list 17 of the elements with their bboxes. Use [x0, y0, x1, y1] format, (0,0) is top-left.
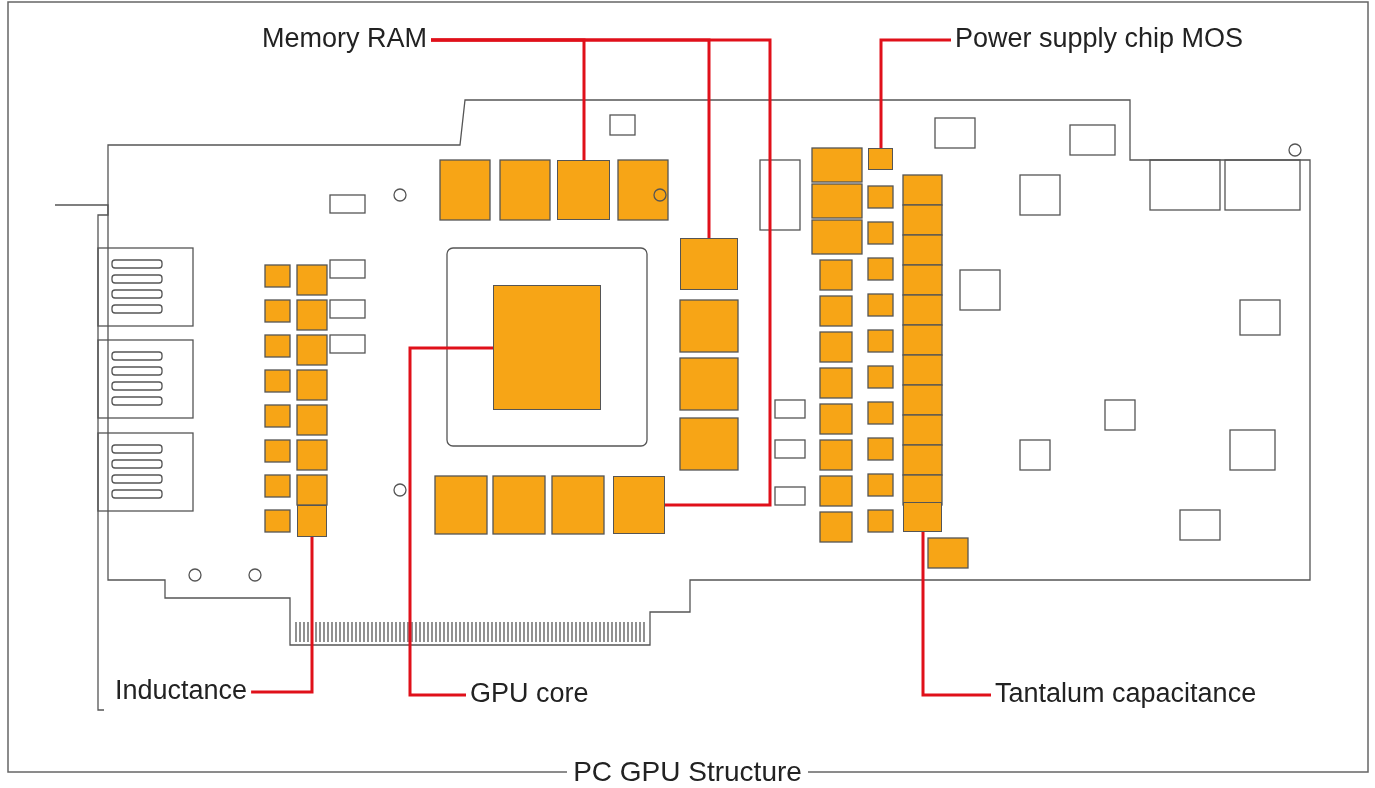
part-label: Memory RAM: [262, 22, 427, 54]
leader-line: [431, 38, 772, 507]
memory-chip: [613, 476, 665, 534]
leader-line: [921, 532, 991, 697]
leader-line: [408, 346, 493, 697]
gpu-die: [493, 285, 601, 410]
inductor: [297, 505, 327, 537]
part-label: Inductance: [115, 674, 248, 706]
part-label: GPU core: [470, 677, 589, 709]
memory-chip: [680, 238, 738, 290]
memory-chip: [557, 160, 610, 220]
capacitor: [903, 502, 942, 532]
part-label: Power supply chip MOS: [955, 22, 1244, 54]
leader-line: [879, 38, 951, 148]
leader-line: [251, 537, 314, 694]
part-label: Tantalum capacitance: [995, 677, 1257, 709]
mos-chip: [868, 148, 893, 170]
